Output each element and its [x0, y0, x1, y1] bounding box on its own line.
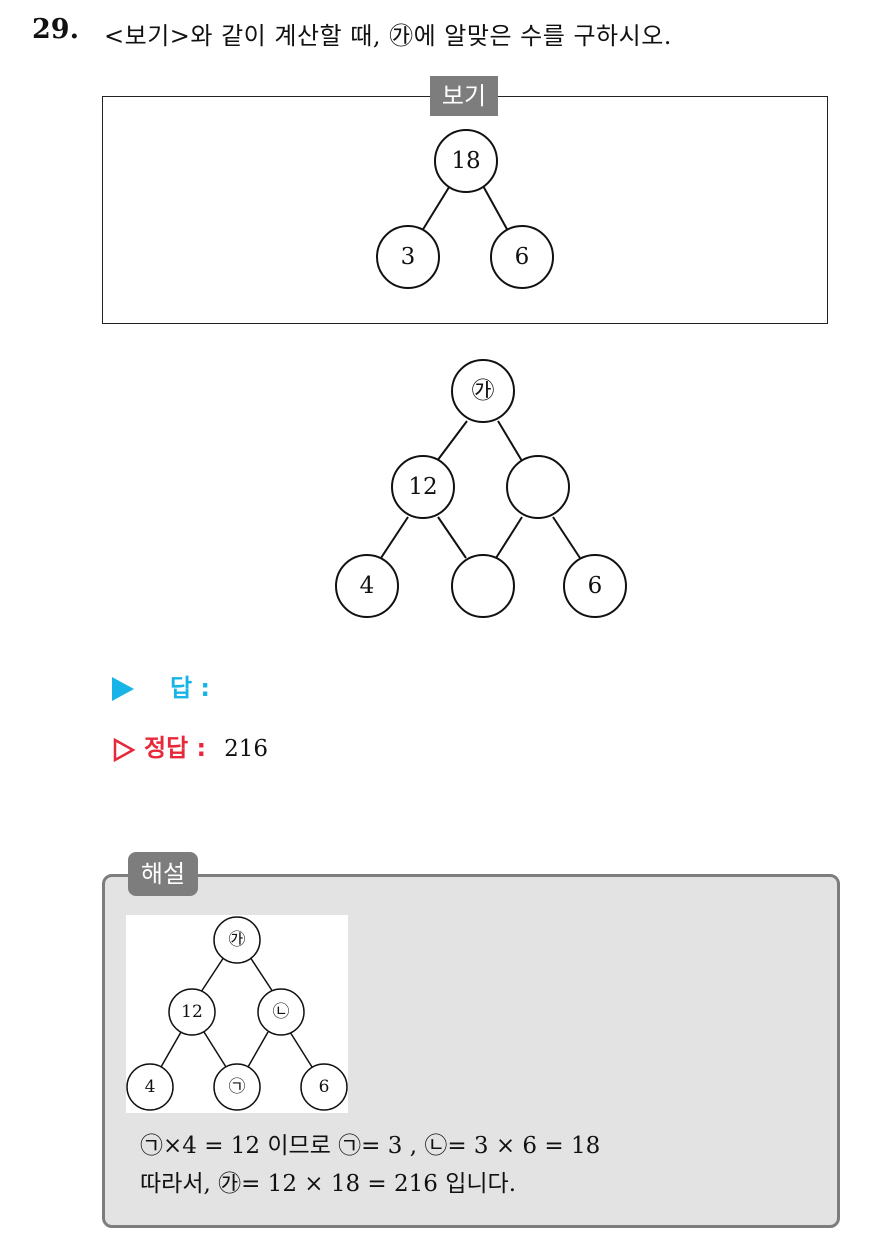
example-value-right: 6	[515, 244, 530, 270]
answer-key-value: 216	[224, 736, 269, 762]
example-and-problem-diagrams: 18 3 6 ㉮ 12 4 6	[335, 129, 627, 618]
answer-label: 답 :	[170, 674, 211, 702]
problem-node-bottom-left	[335, 554, 399, 618]
problem-node-bottom-mid	[451, 554, 515, 618]
example-node-left	[376, 225, 440, 289]
solution-value-top: ㉮	[229, 930, 246, 950]
answer-key-row: 정답 : 216	[112, 728, 268, 763]
solution-value-mid-left: 12	[181, 1002, 203, 1022]
problem-value-bottom-right: 6	[588, 573, 603, 599]
solution-node-mid-left	[168, 988, 216, 1036]
solution-line-1: ㉠×4 = 12 이므로 ㉠= 3 , ㉡= 3 × 6 = 18	[140, 1133, 601, 1159]
question-number: 29.	[32, 14, 79, 45]
solution-node-top	[213, 916, 261, 964]
solution-diagram: ㉮ 12 ㉡ 4 ㉠ 6	[126, 915, 348, 1113]
answer-row: 답 :	[112, 668, 210, 703]
solution-value-bottom-mid: ㉠	[229, 1077, 246, 1097]
example-node-top	[434, 129, 498, 193]
problem-node-bottom-right	[563, 554, 627, 618]
solution-line-2: 따라서, ㉮= 12 × 18 = 216 입니다.	[140, 1171, 517, 1197]
solution-value-bottom-right: 6	[319, 1077, 330, 1097]
problem-node-mid-left	[391, 455, 455, 519]
question-text: <보기>와 같이 계산할 때, ㉮에 알맞은 수를 구하시오.	[104, 22, 672, 50]
problem-node-top	[451, 359, 515, 423]
answer-key-arrow-icon	[113, 737, 136, 762]
solution-value-bottom-left: 4	[145, 1077, 156, 1097]
solution-node-bottom-left	[126, 1063, 174, 1111]
answer-key-label: 정답 :	[144, 734, 207, 762]
problem-node-mid-right	[506, 455, 570, 519]
example-label: 보기	[430, 76, 498, 116]
solution-node-mid-right	[257, 988, 305, 1036]
solution-label: 해설	[128, 852, 198, 896]
solution-node-bottom-right	[300, 1063, 348, 1111]
example-value-top: 18	[451, 148, 480, 174]
example-node-right	[490, 225, 554, 289]
problem-value-mid-left: 12	[408, 474, 437, 500]
answer-arrow-icon	[112, 677, 134, 701]
problem-value-bottom-left: 4	[360, 573, 375, 599]
solution-node-bottom-mid	[213, 1063, 261, 1111]
example-value-left: 3	[401, 244, 416, 270]
solution-value-mid-right: ㉡	[273, 1002, 290, 1022]
problem-value-top: ㉮	[472, 378, 495, 404]
